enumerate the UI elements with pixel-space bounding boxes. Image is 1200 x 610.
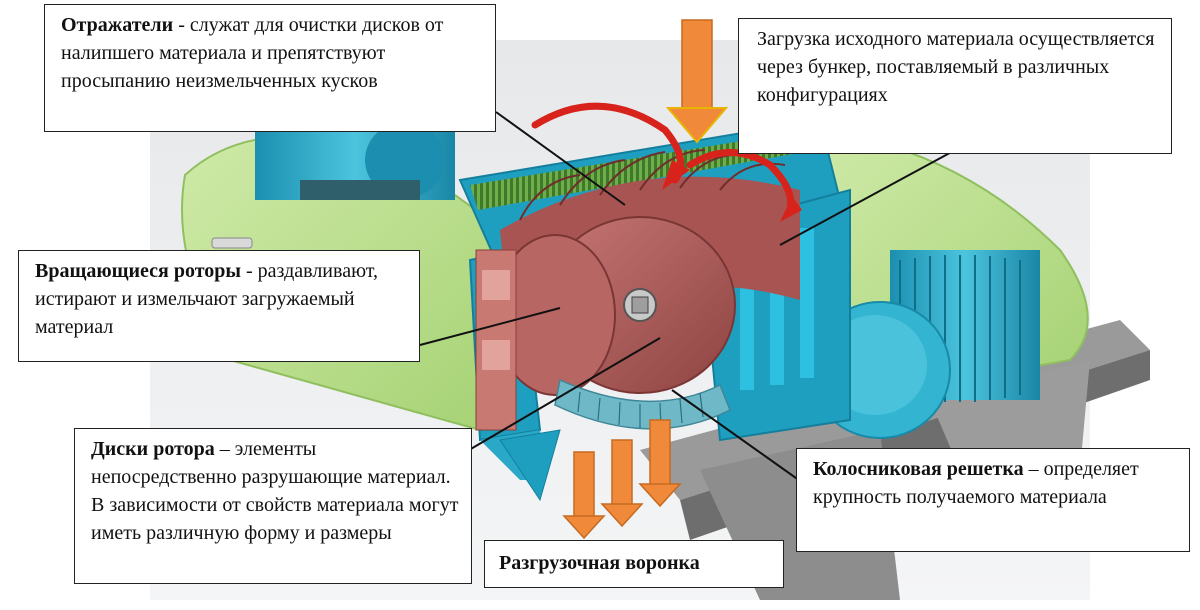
callout-loading-text: Загрузка исходного материала осуществляе… bbox=[757, 28, 1155, 106]
rotation-arrows bbox=[531, 102, 795, 214]
callout-reflectors-text: - служат для очистки дисков от налипшего… bbox=[61, 14, 444, 92]
callout-discs: Диски ротора – элементы непосредственно … bbox=[74, 428, 472, 584]
callout-grate: Колосниковая решетка – определяет крупно… bbox=[796, 448, 1190, 552]
callout-rotors: Вращающиеся роторы - раздавливают, истир… bbox=[18, 250, 420, 362]
callout-hopper-title: Разгрузочная воронка bbox=[499, 552, 700, 574]
rotor-discs bbox=[494, 149, 800, 396]
rotation-arrow-head-right bbox=[780, 196, 802, 222]
discharge-arrows bbox=[562, 419, 682, 540]
callout-reflectors: Отражатели - служат для очистки дисков о… bbox=[44, 4, 496, 132]
callout-reflectors-title: Отражатели bbox=[61, 14, 174, 36]
callout-grate-text: – определяет крупность получаемого матер… bbox=[813, 458, 1139, 508]
grate bbox=[554, 378, 731, 430]
callout-discs-text: – элементы непосредственно разрушающие м… bbox=[91, 438, 459, 544]
callout-grate-title: Колосниковая решетка bbox=[813, 458, 1024, 480]
feed-arrow bbox=[665, 19, 729, 144]
left-bearing-block bbox=[475, 249, 517, 431]
callout-hopper: Разгрузочная воронка bbox=[484, 540, 784, 588]
leader-lines bbox=[419, 111, 971, 489]
callout-discs-title: Диски ротора bbox=[91, 438, 215, 460]
callout-loading: Загрузка исходного материала осуществляе… bbox=[738, 18, 1172, 154]
discharge-hopper bbox=[499, 429, 561, 502]
rotation-arrow-head-left bbox=[662, 160, 690, 190]
back-left-motor bbox=[255, 122, 455, 200]
callout-rotors-title: Вращающиеся роторы bbox=[35, 260, 242, 282]
callout-rotors-text: - раздавливают, истирают и измельчают за… bbox=[35, 260, 378, 338]
